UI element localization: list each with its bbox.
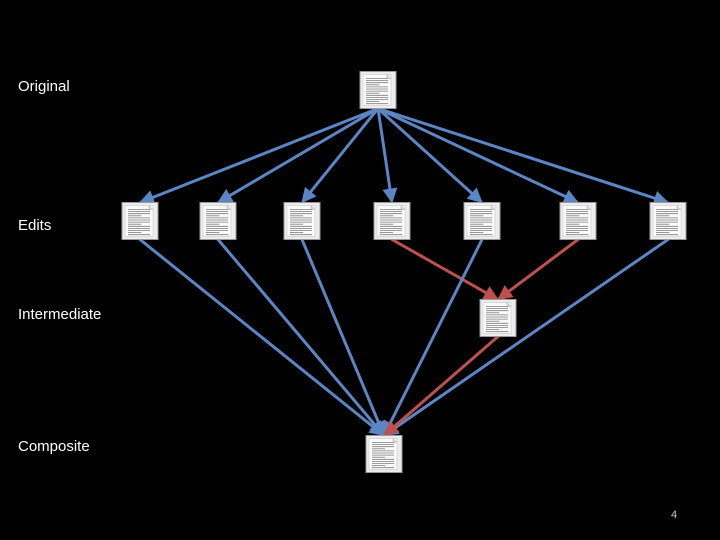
document-icon <box>373 202 411 240</box>
edge-original-to-edit-6 <box>376 107 579 204</box>
document-icon <box>479 299 517 337</box>
edge-edit-5-to-composite <box>383 238 484 437</box>
edge-original-to-edit-1 <box>139 107 380 205</box>
document-icon <box>559 202 597 240</box>
edge-original-to-edit-3 <box>301 107 380 204</box>
edge-edit-1-to-composite <box>138 238 385 437</box>
edge-edit-4-to-intermediate <box>390 238 499 301</box>
edges <box>138 107 670 437</box>
row-label-intermediate: Intermediate <box>18 306 102 323</box>
document-icon <box>649 202 687 240</box>
document-icon <box>121 202 159 240</box>
edge-edit-6-to-intermediate <box>497 238 580 301</box>
row-label-edits: Edits <box>18 217 52 234</box>
document-icon <box>199 202 237 240</box>
edge-original-to-edit-5 <box>376 107 483 204</box>
nodes <box>121 71 687 473</box>
edge-edit-3-to-composite <box>300 238 386 437</box>
row-label-composite: Composite <box>18 438 90 455</box>
document-icon <box>463 202 501 240</box>
edge-original-to-edit-7 <box>376 107 669 206</box>
page-number: 4 <box>670 509 678 521</box>
edge-original-to-edit-2 <box>217 107 380 204</box>
document-icon <box>365 435 403 473</box>
row-label-original: Original <box>18 78 70 95</box>
edge-intermediate-to-composite <box>383 335 500 437</box>
document-icon <box>359 71 397 109</box>
edge-edit-2-to-composite <box>216 238 385 437</box>
edge-original-to-edit-4 <box>376 107 398 204</box>
edge-edit-7-to-composite <box>383 238 670 437</box>
document-icon <box>283 202 321 240</box>
